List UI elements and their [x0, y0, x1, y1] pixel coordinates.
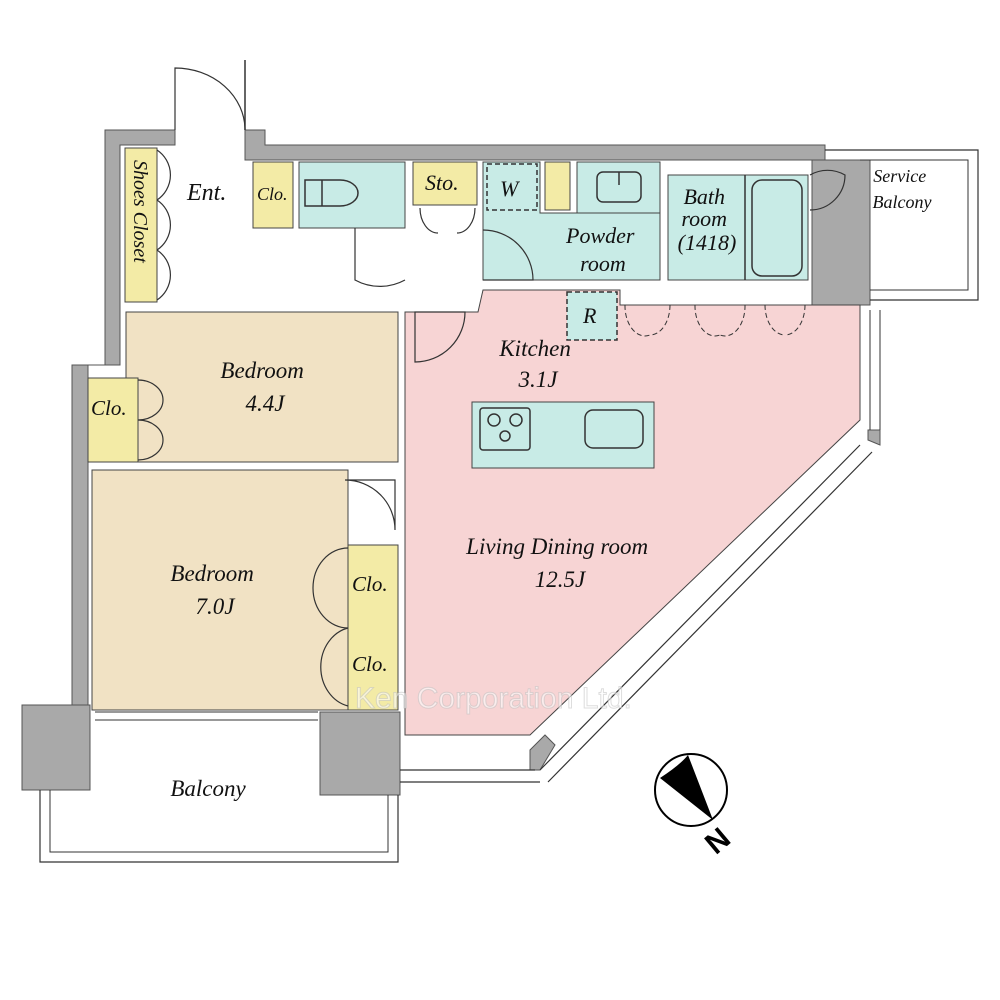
walls — [21, 129, 881, 796]
bedroom-2-area — [91, 469, 349, 711]
kitchen-counter — [471, 401, 655, 469]
storage-label: Sto. — [425, 170, 459, 195]
entry-closet-area — [252, 161, 294, 229]
vanity-area — [576, 161, 661, 214]
service-balcony-label: Service Balcony — [873, 166, 932, 212]
bedroom-1-closet-label: Clo. — [91, 396, 127, 420]
kitchen-label: Kitchen 3.1J — [498, 336, 576, 392]
shoes-closet-area — [124, 147, 158, 303]
stove-icon — [479, 407, 531, 451]
balcony-label: Balcony — [170, 776, 246, 801]
entrance-label: Ent. — [186, 180, 226, 206]
toilet-area — [298, 161, 406, 229]
bedroom-2-closet-area — [347, 544, 399, 711]
north-arrow-icon — [660, 755, 713, 820]
entry-closet-label: Clo. — [257, 184, 288, 204]
compass: N — [654, 753, 737, 861]
kitchen-sink-icon — [584, 409, 644, 449]
room-fills — [87, 147, 861, 736]
living-dining-area — [404, 289, 861, 736]
room-labels: Shoes Closet Ent. Clo. Sto. W Powder roo… — [91, 160, 931, 801]
shoes-closet-label: Shoes Closet — [129, 160, 151, 263]
fixtures — [39, 60, 979, 863]
toilet-icon — [304, 179, 359, 207]
bedroom-2-closet-b-label: Clo. — [352, 652, 388, 676]
bedroom-1-label: Bedroom 4.4J — [220, 358, 309, 416]
bedroom-2-label: Bedroom 7.0J — [170, 561, 259, 619]
living-dining-label: Living Dining room 12.5J — [465, 534, 654, 592]
bathtub-icon — [751, 179, 803, 277]
compass-north-label: N — [699, 822, 737, 861]
bedroom-2-closet-a-label: Clo. — [352, 572, 388, 596]
bedroom-1-area — [125, 311, 399, 463]
powder-room-label: Powder room — [565, 223, 640, 276]
refrigerator-label: R — [582, 303, 597, 328]
washer-label: W — [500, 176, 520, 201]
bathroom-label: Bath room (1418) — [678, 184, 737, 255]
refrigerator-space — [566, 291, 618, 341]
bedroom-1-closet-area — [87, 377, 139, 463]
washer-space — [486, 163, 538, 211]
bathroom-area — [667, 174, 809, 281]
small-closet-area — [544, 161, 571, 211]
watermark: Ken Corporation Ltd. — [355, 682, 632, 715]
storage-area — [412, 161, 478, 206]
